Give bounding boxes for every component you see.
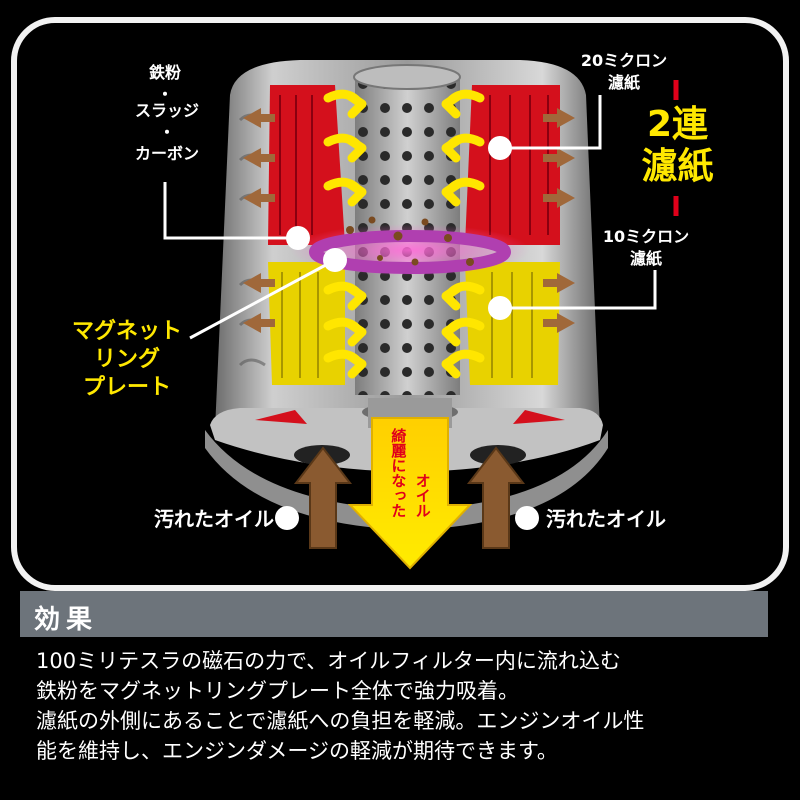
paper-20-text: 20ミクロン — [580, 51, 668, 70]
paper-20-text-2: 濾紙 — [607, 72, 640, 92]
effect-line: 濾紙の外側にあることで濾紙への負担を軽減。エンジンオイル性 — [36, 709, 645, 733]
contaminant-sludge: スラッジ — [134, 101, 199, 120]
oil-filter-diagram — [163, 60, 679, 570]
dirty-oil-label-left: 汚れたオイル — [154, 507, 274, 531]
effect-header-bar — [20, 591, 768, 637]
effect-line: 鉄粉をマグネットリングプレート全体で強力吸着。 — [36, 679, 519, 703]
double-paper-text-2: 濾紙 — [641, 146, 714, 187]
effect-description: 100ミリテスラの磁石の力で、オイルフィルター内に流れ込む 鉄粉をマグネットリン… — [36, 646, 776, 766]
contaminant-carbon: カーボン — [134, 144, 199, 164]
flow-arrow-icon — [243, 108, 575, 333]
paper-10-text: 10ミクロン — [602, 227, 690, 246]
clean-oil-text: 綺麗になった — [389, 428, 408, 518]
contaminant-label-2: スラッジ ・ カーボン — [112, 100, 222, 165]
contaminant-separator: ・ — [158, 122, 175, 142]
magnet-text: マグネット — [71, 319, 182, 344]
paper-20-label: 20ミクロン 濾紙 — [564, 50, 684, 93]
flow-arrow-icon — [323, 89, 485, 379]
effect-line: 100ミリテスラの磁石の力で、オイルフィルター内に流れ込む — [36, 649, 621, 673]
clean-oil-label: 綺麗になった オイル — [370, 428, 450, 523]
filter-paper-20-micron — [268, 85, 560, 245]
magnet-text-2: リング — [93, 347, 160, 372]
clean-oil-arrow-icon — [347, 417, 473, 570]
magnet-ring-label: マグネット リング プレート — [52, 318, 202, 402]
clean-oil-text-2: オイル — [413, 473, 432, 518]
contaminant-iron: 鉄粉 — [148, 63, 181, 82]
paper-10-text-2: 濾紙 — [629, 248, 662, 268]
double-paper-label: 2連 濾紙 — [630, 104, 725, 188]
contaminant-separator: ・ — [156, 84, 173, 104]
double-paper-text: 2連 — [646, 104, 709, 145]
magnet-ring-plate — [290, 216, 530, 276]
callout-lines — [163, 95, 657, 340]
paper-10-label: 10ミクロン 濾紙 — [586, 226, 706, 269]
effect-title: 効果 — [34, 605, 99, 635]
dirty-oil-arrow-icon — [293, 446, 526, 549]
callout-dot-icon — [275, 136, 539, 530]
contaminant-label: 鉄粉 ・ — [130, 62, 200, 105]
magnet-text-3: プレート — [82, 375, 171, 400]
effect-line: 能を維持し、エンジンダメージの軽減が期待できます。 — [36, 739, 558, 763]
dirty-oil-label-right: 汚れたオイル — [546, 507, 666, 531]
